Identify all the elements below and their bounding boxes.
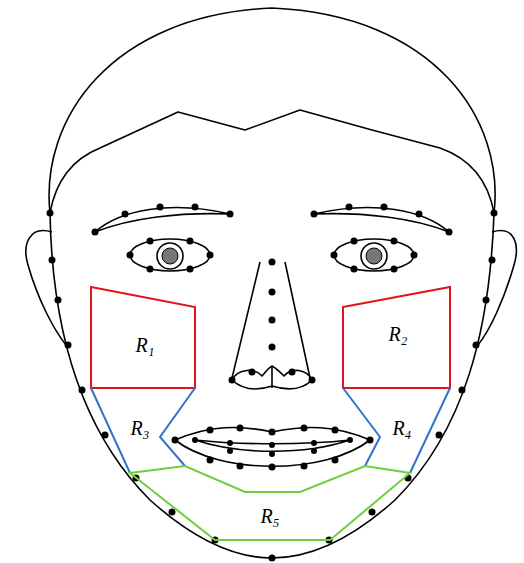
region-label: R₂ — [388, 324, 407, 344]
lips-inner — [195, 440, 350, 451]
right-iris — [361, 243, 387, 269]
nostrils — [232, 366, 312, 389]
face-region: R₃ — [89, 386, 197, 475]
jaw-outline — [50, 213, 494, 558]
region-label: R₁ — [135, 335, 154, 355]
landmark-dots — [47, 204, 498, 562]
right-eyebrow — [314, 208, 449, 232]
right-eye — [334, 239, 414, 271]
region-label: R₅ — [260, 506, 279, 526]
face-region: R₂ — [341, 285, 452, 390]
left-eye — [130, 239, 210, 271]
right-ear — [478, 231, 516, 345]
region-outline — [128, 464, 412, 542]
left-ear — [26, 231, 66, 345]
face-region: R₁ — [89, 285, 197, 390]
face-region: R₅ — [128, 464, 412, 542]
left-pupil — [162, 248, 178, 264]
mouth-outline — [175, 427, 370, 466]
hairline — [50, 110, 494, 213]
region-label: R₄ — [392, 418, 411, 438]
right-pupil — [366, 248, 382, 264]
face-region: R₄ — [341, 386, 452, 475]
head-outline — [49, 8, 495, 213]
left-iris — [157, 243, 183, 269]
nose-outline — [232, 262, 310, 378]
region-label: R₃ — [130, 418, 149, 438]
left-eyebrow — [95, 208, 230, 232]
